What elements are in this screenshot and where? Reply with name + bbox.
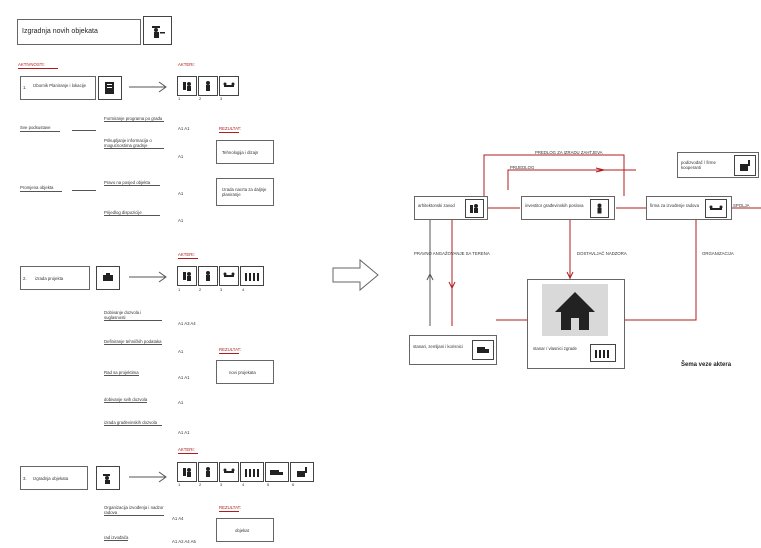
builder-node-icon bbox=[705, 199, 727, 218]
node-arhitekt: arhitektonski zavod bbox=[414, 196, 488, 220]
investor-actor-icon bbox=[198, 76, 218, 96]
aktivnosti-label: AKTIVNOSTI: bbox=[18, 62, 45, 67]
stage2-activity-1: Dobivanje dozvola i suglasnosti bbox=[104, 310, 162, 321]
arrow-right-icon-2 bbox=[129, 271, 167, 283]
edge-label-prijedlog: PRIJEDLOG bbox=[510, 165, 535, 170]
builder-actor-icon bbox=[219, 76, 239, 96]
stage3-title: Izgradnja objekata bbox=[33, 476, 69, 481]
node-investitor: investitor građevinskih poslova bbox=[521, 196, 615, 220]
relations-connectors bbox=[426, 154, 761, 326]
stage2-result: novi projekata bbox=[216, 360, 274, 384]
node-izvodjac: firma za izvođenje radova bbox=[646, 196, 732, 220]
stage1-result-1: Tehnologija i dizajn bbox=[216, 140, 274, 164]
akteri-label: AKTERI: bbox=[178, 62, 195, 67]
truck-actor-icon bbox=[265, 462, 289, 482]
edge-label-top: PREDLOG ZA IZRADU ZAHTJEVA bbox=[535, 150, 603, 155]
investor-actor-icon-3 bbox=[198, 462, 218, 482]
group-actor-icon-3 bbox=[240, 462, 264, 482]
stage2-box: 2. izrada projekta bbox=[20, 266, 90, 290]
node-spolja: SPOLJA bbox=[733, 203, 750, 208]
stage1-sub-label: Sve podsustave bbox=[20, 125, 51, 130]
page-title-box: Izgradnja novih objekata bbox=[17, 19, 141, 45]
stage2-activity-3: Rad sa projektima bbox=[104, 370, 139, 376]
meeting-icon bbox=[96, 266, 120, 290]
stage1-activity-4: Prijedlog dispozicije bbox=[104, 210, 160, 216]
stage1-result-2: Izrada nacrta za daljnje planiranje bbox=[216, 178, 274, 206]
stage2-activity-2: Definiranje tehničkih podataka bbox=[104, 339, 162, 345]
arrow-right-icon-3 bbox=[129, 471, 167, 483]
architect-node-icon bbox=[465, 199, 484, 218]
stage1-sub-label-2: Promjena objekta bbox=[20, 185, 54, 190]
stage1-activity-3: Pravo na posjed objekta bbox=[104, 180, 160, 186]
stage1-activity-1: Formiranje programa po građu bbox=[104, 116, 164, 122]
rezultat-label-1: REZULTAT: bbox=[219, 126, 241, 131]
truck-node-icon bbox=[472, 340, 494, 360]
architect-actor-icon-3 bbox=[177, 462, 197, 482]
construction-worker-icon bbox=[143, 16, 172, 45]
house-icon-bg bbox=[542, 284, 608, 336]
central-house-node: stanar / vlasnici zgrade bbox=[527, 279, 625, 369]
stage3-activity-1: Organizacija izvođenja i nadzor radova bbox=[104, 505, 164, 516]
diagram-caption: Šema veze aktera bbox=[681, 362, 732, 368]
crane-actor-icon bbox=[290, 462, 314, 482]
stage3-activity-2: rad izvođača bbox=[104, 535, 129, 541]
builder-actor-icon-2 bbox=[219, 266, 239, 286]
stage3-result: objekat bbox=[216, 518, 274, 542]
stage1-title: Izbornik Planiranje i lokacije bbox=[33, 83, 87, 88]
stage1-activity-2: Prikupljanje informacija o mogućnostima … bbox=[104, 138, 164, 149]
akteri-label-3: AKTERI: bbox=[178, 447, 195, 452]
planning-doc-icon bbox=[98, 76, 122, 100]
arrow-right-icon bbox=[129, 81, 167, 93]
edge-label-1: PRAVNO ANGAŽOVANJE SA TERENA bbox=[414, 251, 490, 256]
architect-actor-icon-2 bbox=[177, 266, 197, 286]
crane-node-icon bbox=[734, 155, 756, 176]
group-node-icon bbox=[590, 344, 616, 362]
house-icon bbox=[555, 292, 595, 330]
stage1-box: 1. Izbornik Planiranje i lokacije bbox=[20, 76, 96, 100]
builder-actor-icon-3 bbox=[219, 462, 239, 482]
node-stanari: stanari, zemljani i korisnici bbox=[409, 335, 497, 365]
page-title: Izgradnja novih objekata bbox=[22, 28, 98, 35]
edge-label-3: ORGANIZACIJA bbox=[702, 251, 734, 256]
construction-icon bbox=[96, 466, 120, 490]
stage2-title: izrada projekta bbox=[35, 276, 64, 281]
stage2-activity-4: dobivanje svih dozvola bbox=[104, 397, 148, 403]
investor-actor-icon-2 bbox=[198, 266, 218, 286]
stage2-activity-5: izrada građevinskih dozvola bbox=[104, 420, 162, 426]
stage3-box: 3. Izgradnja objekata bbox=[20, 466, 88, 490]
rezultat-label-2: REZULTAT: bbox=[219, 347, 241, 352]
edge-label-2: DOSTAVLJAČ NADZORA bbox=[577, 251, 627, 256]
architect-actor-icon bbox=[177, 76, 197, 96]
investor-node-icon bbox=[590, 199, 609, 218]
group-actor-icon bbox=[240, 266, 264, 286]
rezultat-label-3: REZULTAT: bbox=[219, 505, 241, 510]
akteri-label-2: AKTERI: bbox=[178, 252, 195, 257]
node-podizvodjac: podizvođač / firme kooperanti bbox=[677, 152, 759, 178]
big-arrow-right-icon bbox=[332, 258, 379, 292]
